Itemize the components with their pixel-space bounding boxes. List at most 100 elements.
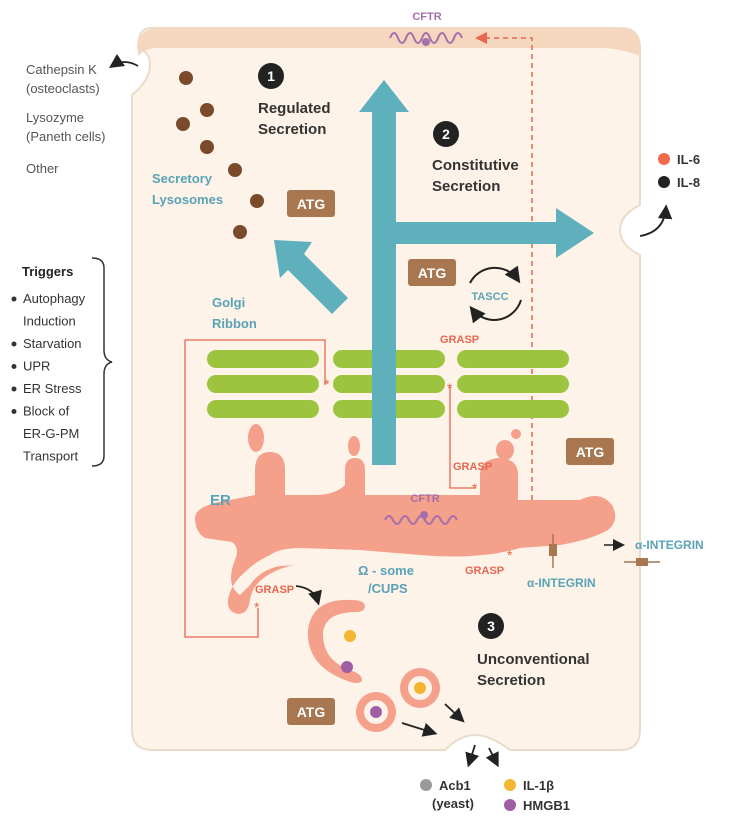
secretory-lysosomes	[176, 71, 264, 239]
section-3-number: 3	[487, 618, 495, 634]
il6-dot	[658, 153, 670, 165]
cftr-top-label: CFTR	[412, 11, 441, 23]
vesicle-arrow	[401, 722, 438, 737]
trigger-bullet	[11, 341, 17, 347]
svg-text:ATG: ATG	[297, 196, 326, 212]
trigger-item: Block of	[23, 404, 70, 419]
section-2-badge	[433, 121, 459, 147]
er-bud	[496, 440, 514, 460]
secretion-arrows	[274, 80, 594, 465]
er-label: ER	[210, 492, 231, 509]
cytokine-exit-arrow	[639, 204, 673, 237]
trigger-item: ER Stress	[23, 381, 82, 396]
section-1-badge	[258, 63, 284, 89]
triggers-brace	[91, 257, 113, 467]
trigger-item: Induction	[23, 314, 76, 329]
cathepsin-label-2: (osteoclasts)	[26, 81, 100, 96]
er-vesicle	[511, 429, 521, 439]
trigger-bullet	[11, 409, 17, 414]
grasp-star: *	[447, 380, 453, 396]
svg-text:ATG: ATG	[297, 704, 326, 720]
section-3-badge	[478, 613, 504, 639]
trigger-item: ER-G-PM	[23, 426, 79, 441]
trigger-bullet	[11, 296, 17, 302]
il8-label: IL-8	[677, 175, 700, 190]
lysozyme-label-2: (Paneth cells)	[26, 129, 105, 144]
secretory-label-1: Secretory	[152, 171, 213, 186]
grasp-label-er: GRASP	[465, 565, 504, 577]
atg-box: ATG	[408, 259, 456, 286]
grasp-label-top: GRASP	[440, 334, 479, 346]
trigger-item: Transport	[23, 449, 79, 464]
cftr-er-label: CFTR	[410, 493, 439, 505]
il1b-dot	[504, 779, 516, 791]
il8-dot	[658, 176, 670, 188]
omega-cup	[307, 599, 365, 683]
cathepsin-exit-arrow	[109, 54, 139, 68]
trigger-item: Autophagy	[23, 291, 86, 306]
svg-text:ATG: ATG	[418, 265, 447, 281]
apical-membrane	[138, 28, 640, 56]
il1b-label: IL-1β	[523, 778, 554, 793]
secretion-arrow-out	[485, 747, 499, 768]
section-2-number: 2	[442, 126, 450, 142]
omega-label-2: /CUPS	[368, 581, 408, 596]
integrin-out	[624, 558, 660, 566]
section-2-title-1: Constitutive	[432, 157, 519, 174]
grasp-star: *	[254, 599, 260, 615]
trigger-bullet	[11, 386, 17, 392]
il1b-cargo	[344, 630, 356, 642]
section-3-title-2: Secretion	[477, 672, 545, 689]
trigger-item: Starvation	[23, 336, 82, 351]
section-1-title-1: Regulated	[258, 100, 331, 117]
lysozyme-label-1: Lysozyme	[26, 110, 84, 125]
acb1-dot	[420, 779, 432, 791]
er-body	[195, 452, 616, 614]
grasp-label-mid: GRASP	[453, 461, 492, 473]
golgi-label-2: Ribbon	[212, 316, 257, 331]
svg-text:ATG: ATG	[576, 444, 605, 460]
grasp-label-left: GRASP	[255, 584, 294, 596]
secretion-arrow-out	[465, 744, 480, 768]
golgi-label-1: Golgi	[212, 295, 245, 310]
trigger-item: UPR	[23, 359, 50, 374]
secretory-label-2: Lysosomes	[152, 192, 223, 207]
acb1-label-2: (yeast)	[432, 796, 474, 811]
other-label: Other	[26, 161, 59, 176]
cathepsin-label-1: Cathepsin K	[26, 62, 97, 77]
vesicle-il1b	[400, 668, 440, 708]
integrin-er-label: α-INTEGRIN	[527, 576, 596, 590]
integrin-out-label: α-INTEGRIN	[635, 538, 704, 552]
grasp-lines	[184, 339, 476, 638]
hmgb1-label: HMGB1	[523, 798, 570, 813]
omega-arrow	[295, 585, 322, 606]
triggers-title: Triggers	[22, 264, 73, 279]
section-1-title-2: Secretion	[258, 121, 326, 138]
hmgb1-cargo	[341, 661, 353, 673]
er-bud	[248, 424, 264, 452]
section-3-title-1: Unconventional	[477, 651, 590, 668]
atg-box: ATG	[287, 190, 335, 217]
cftr-top: CFTR	[389, 11, 463, 46]
grasp-star: *	[507, 547, 513, 563]
section-2-title-2: Secretion	[432, 178, 500, 195]
grasp-star: *	[472, 480, 478, 496]
integrin-er	[549, 534, 557, 568]
tascc-cycle-icon: TASCC	[469, 265, 522, 324]
omega-label-1: Ω - some	[358, 563, 414, 578]
section-1-number: 1	[267, 68, 275, 84]
tascc-label: TASCC	[471, 291, 508, 303]
cftr-trafficking-path	[475, 32, 533, 523]
cftr-er: CFTR	[384, 493, 458, 525]
vesicle-arrow	[444, 703, 465, 723]
hmgb1-dot	[504, 799, 516, 811]
il6-label: IL-6	[677, 152, 700, 167]
vesicle-hmgb1	[356, 692, 396, 732]
atg-box: ATG	[566, 438, 614, 465]
acb1-label-1: Acb1	[439, 778, 471, 793]
atg-box: ATG	[287, 698, 335, 725]
trigger-bullet	[11, 364, 17, 369]
